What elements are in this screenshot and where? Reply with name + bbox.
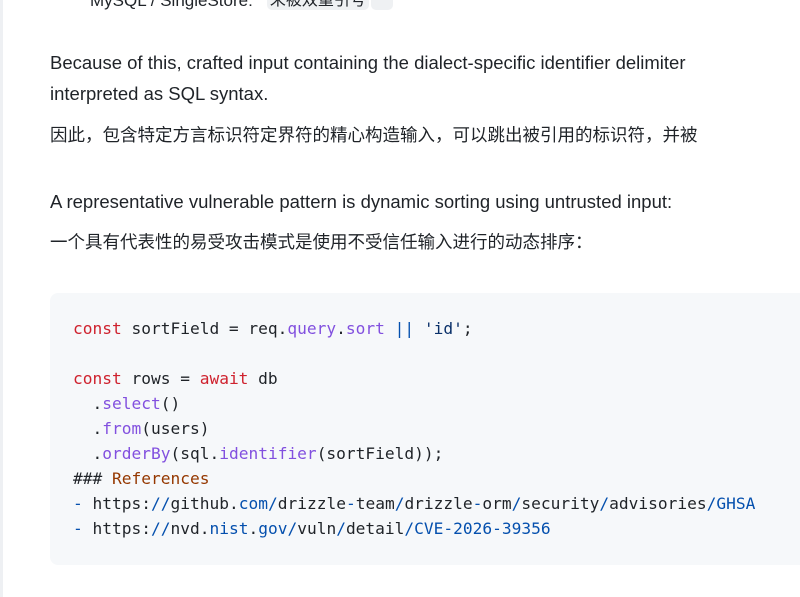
code-line-1: const sortField = req.query.sort || 'id'… bbox=[73, 319, 473, 338]
code-line-3: const rows = await db bbox=[73, 369, 278, 388]
panel-left-border bbox=[0, 0, 3, 597]
paragraph-because-line1: Because of this, crafted input containin… bbox=[50, 52, 686, 73]
inline-code: 未被双重引号 bbox=[266, 0, 369, 10]
code-line-9: - https://nvd.nist.gov/vuln/detail/CVE-2… bbox=[73, 519, 551, 538]
code-line-6: .orderBy(sql.identifier(sortField)); bbox=[73, 444, 444, 463]
paragraph-representative: A representative vulnerable pattern is d… bbox=[50, 191, 673, 212]
code-block[interactable]: const sortField = req.query.sort || 'id'… bbox=[50, 293, 800, 565]
code-line-2 bbox=[73, 341, 755, 366]
code-line-5: .from(users) bbox=[73, 419, 210, 438]
paragraph-representative-cn: 一个具有代表性的易受攻击模式是使用不受信任输入进行的动态排序： bbox=[50, 233, 593, 253]
code-line-7: ### References bbox=[73, 469, 210, 488]
code-line-8: - https://github.com/drizzle-team/drizzl… bbox=[73, 494, 756, 513]
top-list-item: MySQL / SingleStore: 未被双重引号 bbox=[90, 0, 393, 11]
inline-code-empty bbox=[370, 0, 393, 10]
dialect-label: MySQL / SingleStore: bbox=[90, 0, 253, 10]
code-line-4: .select() bbox=[73, 394, 181, 413]
paragraph-because-line2: interpreted as SQL syntax. bbox=[50, 83, 269, 104]
code-content: const sortField = req.query.sort || 'id'… bbox=[73, 316, 755, 541]
paragraph-because-cn: 因此，包含特定方言标识符定界符的精心构造输入，可以跳出被引用的标识符，并被 bbox=[50, 126, 698, 146]
